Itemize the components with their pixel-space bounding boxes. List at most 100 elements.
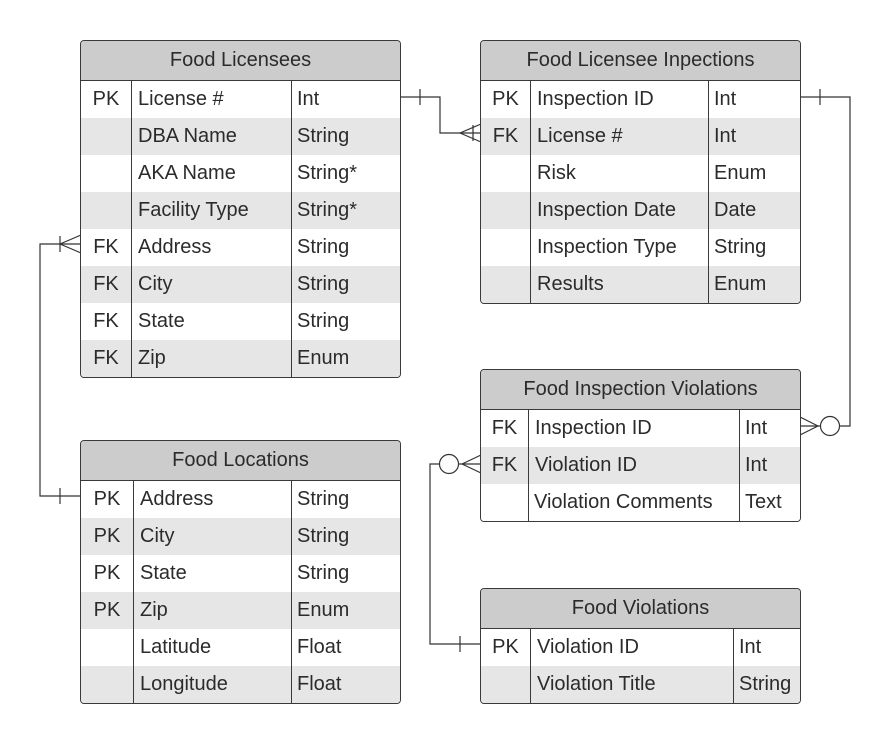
violation-link-connector <box>429 463 481 645</box>
key-cell <box>81 192 132 229</box>
key-cell: PK <box>81 518 134 555</box>
field-name: Violation Comments <box>529 484 740 521</box>
field-type: String <box>297 310 350 332</box>
table-title: Food Violations <box>481 589 800 629</box>
field-name: Address <box>132 229 292 266</box>
key-cell <box>81 666 134 703</box>
key-cell <box>481 266 531 303</box>
field-type: String <box>297 562 350 584</box>
field-name: Risk <box>531 155 709 192</box>
field-name: Inspection Type <box>531 229 709 266</box>
key-cell: PK <box>481 81 531 118</box>
field-type: String <box>297 273 350 295</box>
field-name: Facility Type <box>132 192 292 229</box>
field-type: Float <box>297 673 342 695</box>
crowfoot-marker <box>799 416 819 427</box>
table-title: Food Licensee Inpections <box>481 41 800 81</box>
field-name: Violation ID <box>531 629 734 666</box>
field-name: Inspection ID <box>529 410 740 447</box>
field-type: String <box>297 525 350 547</box>
key-cell: PK <box>81 81 132 118</box>
field-name: DBA Name <box>132 118 292 155</box>
field-type: String <box>297 125 350 147</box>
field-type: String <box>739 673 792 695</box>
key-cell <box>81 629 134 666</box>
key-cell: FK <box>481 118 531 155</box>
key-cell <box>81 155 132 192</box>
field-name: Zip <box>134 592 292 629</box>
field-name: Address <box>134 481 292 518</box>
key-cell <box>81 118 132 155</box>
field-name: Longitude <box>134 666 292 703</box>
table-title: Food Licensees <box>81 41 400 81</box>
crowfoot-marker <box>461 454 482 465</box>
zero-circle-marker <box>438 453 460 475</box>
crowfoot-marker <box>459 132 482 143</box>
field-type: Text <box>745 491 782 513</box>
key-cell: PK <box>81 481 134 518</box>
crowfoot-marker <box>799 425 819 436</box>
field-name: State <box>134 555 292 592</box>
field-name: State <box>132 303 292 340</box>
field-name: Latitude <box>134 629 292 666</box>
field-type: String <box>297 488 350 510</box>
table-title: Food Locations <box>81 441 400 481</box>
key-cell: PK <box>81 555 134 592</box>
zero-circle-marker <box>819 415 841 437</box>
key-cell: FK <box>81 266 132 303</box>
field-type: Float <box>297 636 342 658</box>
field-type: Enum <box>297 347 350 369</box>
field-type: Enum <box>714 162 767 184</box>
key-cell: PK <box>481 629 531 666</box>
table-title: Food Inspection Violations <box>481 370 800 410</box>
crowfoot-marker <box>59 243 82 254</box>
field-name: License # <box>132 81 292 118</box>
field-name: City <box>132 266 292 303</box>
field-name: Inspection ID <box>531 81 709 118</box>
field-type: String* <box>297 162 358 184</box>
field-type: Enum <box>297 599 350 621</box>
crowfoot-marker <box>461 463 482 474</box>
field-name: Inspection Date <box>531 192 709 229</box>
crowfoot-marker <box>459 123 482 134</box>
field-type: String <box>714 236 767 258</box>
crowfoot-marker <box>59 234 82 245</box>
key-cell: FK <box>81 340 132 377</box>
field-name: City <box>134 518 292 555</box>
key-cell: FK <box>81 229 132 266</box>
field-name: Violation ID <box>529 447 740 484</box>
field-name: Results <box>531 266 709 303</box>
inspection-violation-connector <box>800 96 851 427</box>
field-name: Violation Title <box>531 666 734 703</box>
